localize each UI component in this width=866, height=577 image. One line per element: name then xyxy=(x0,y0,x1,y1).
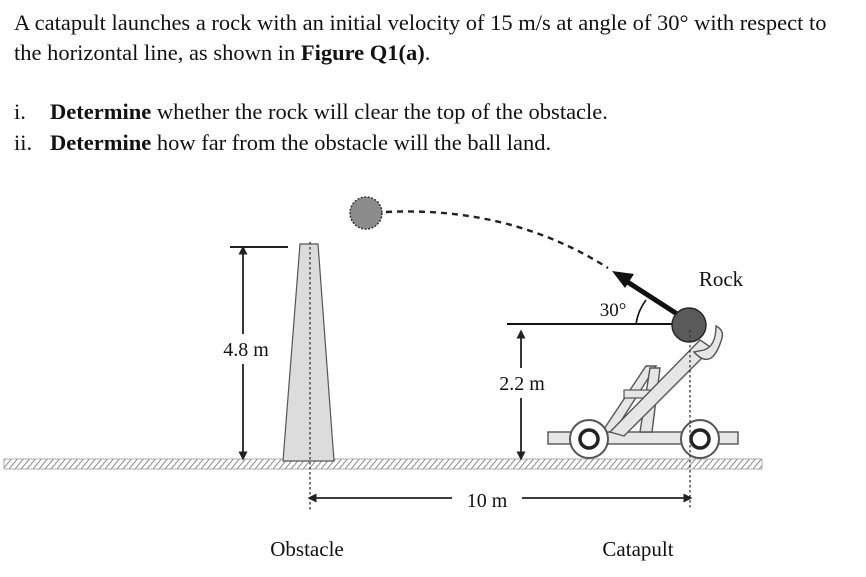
question-text: whether the rock will clear the top of t… xyxy=(151,99,608,124)
ground xyxy=(3,458,763,470)
obstacle-height-dimension xyxy=(214,245,288,461)
problem-intro-end: . xyxy=(424,40,431,65)
question-number: i. xyxy=(14,99,26,124)
problem-text: A catapult launches a rock with an initi… xyxy=(14,8,854,68)
distance-label: 10 m xyxy=(467,490,508,512)
launch-height-label: 2.2 m xyxy=(499,373,545,395)
question-verb: Determine xyxy=(50,130,152,155)
question-number: ii. xyxy=(14,130,33,155)
question-text: how far from the obstacle will the ball … xyxy=(151,130,552,155)
rock-label: Rock xyxy=(699,267,744,291)
trajectory-path xyxy=(385,210,609,270)
figure-reference: Figure Q1(a) xyxy=(300,40,425,65)
problem-intro: A catapult launches a rock with an initi… xyxy=(14,10,827,65)
distance-dimension xyxy=(307,486,693,512)
catapult-label: Catapult xyxy=(602,537,673,561)
angle-label: 30° xyxy=(600,300,627,321)
question-list: i. Determine whether the rock will clear… xyxy=(14,96,608,158)
obstacle-height-label: 4.8 m xyxy=(223,339,269,361)
launch-height-dimension xyxy=(486,329,558,461)
problem-statement: A catapult launches a rock with an initi… xyxy=(14,8,854,68)
rock-apex xyxy=(349,196,383,230)
catapult xyxy=(547,307,739,459)
angle-arc xyxy=(635,299,647,325)
obstacle-label: Obstacle xyxy=(270,537,343,561)
obstacle xyxy=(282,242,335,511)
question-item: ii. Determine how far from the obstacle … xyxy=(14,127,608,158)
question-item: i. Determine whether the rock will clear… xyxy=(14,96,608,127)
question-verb: Determine xyxy=(50,99,152,124)
